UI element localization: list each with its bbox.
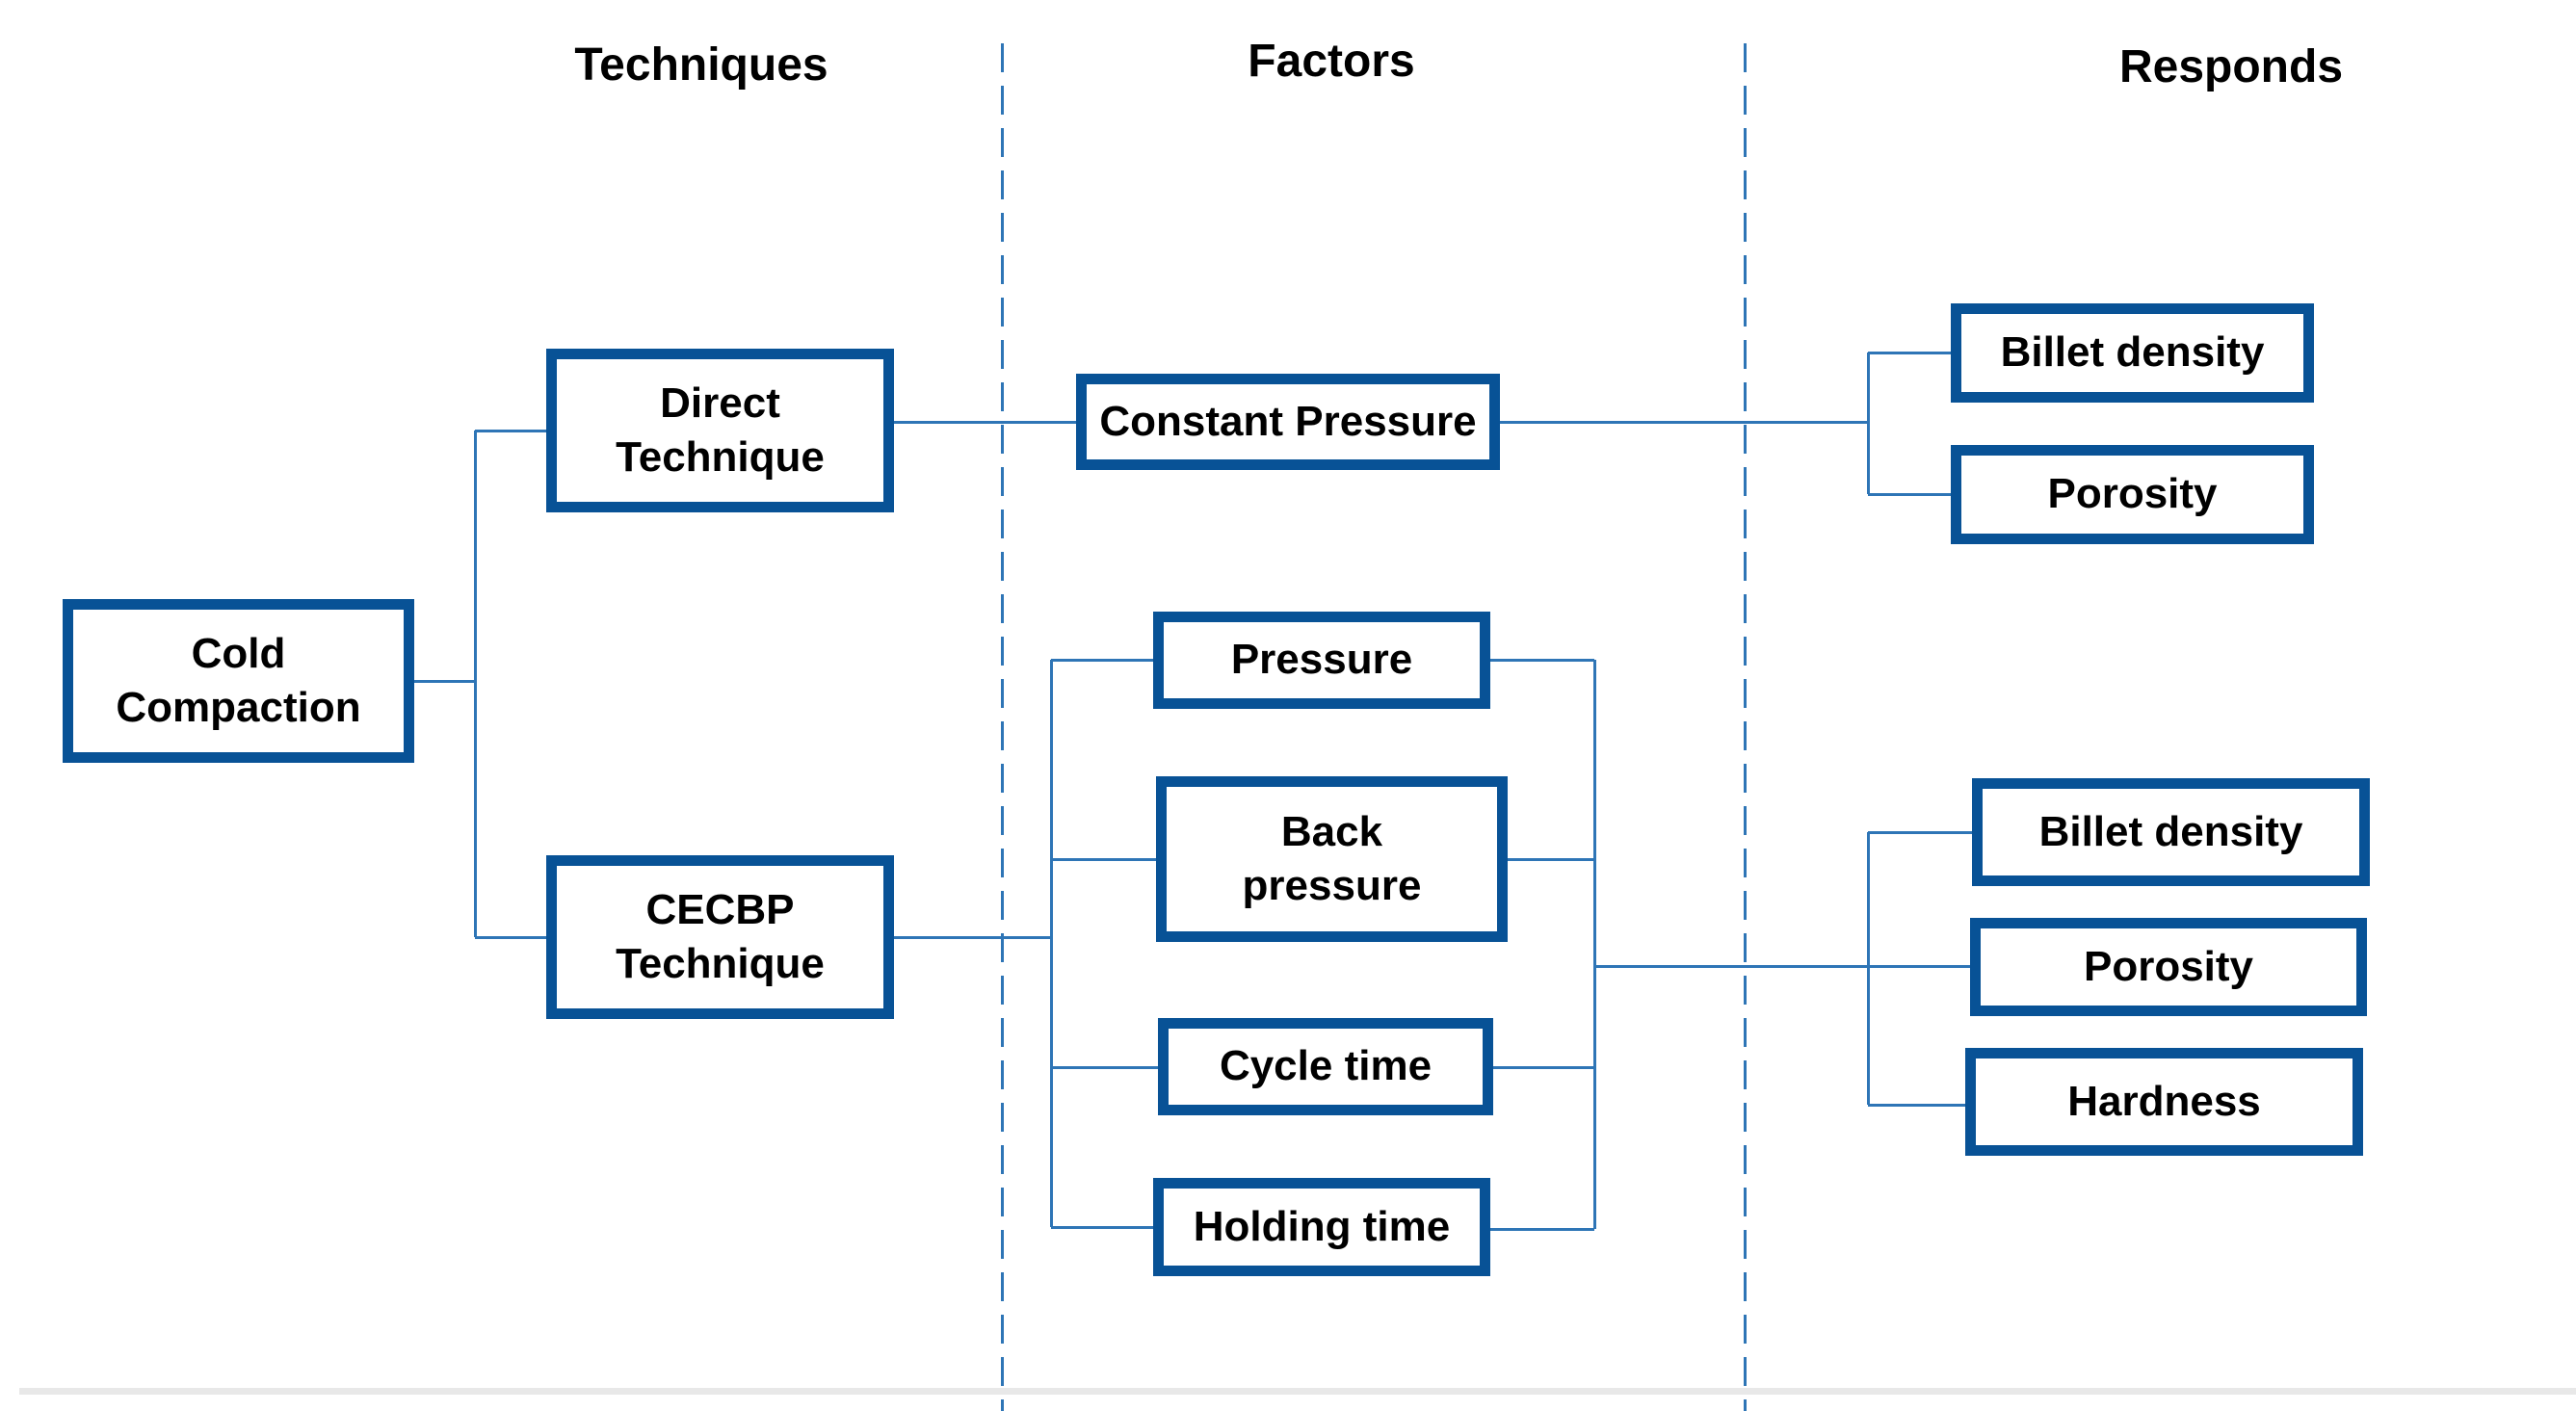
connector-line (473, 431, 477, 937)
connector-line (1594, 964, 1970, 968)
connector-line (1868, 351, 1951, 354)
connector-line (475, 429, 546, 432)
node-porosity-bottom: Porosity (1970, 918, 2367, 1016)
connector-line (1868, 492, 1951, 496)
connector-line (1051, 658, 1153, 662)
connector-line (1051, 1225, 1153, 1229)
node-porosity-bottom-label: Porosity (2083, 942, 2254, 990)
connector-line (1049, 660, 1053, 1227)
connector-line (1868, 830, 1972, 834)
connector-line (475, 935, 546, 939)
column-divider-dashed-line-1 (1000, 43, 1004, 1411)
node-holding-time-label: Holding time (1193, 1202, 1451, 1250)
node-billet-density-bottom-label: Billet density (2038, 807, 2303, 855)
node-back-pressure-label: Back (1280, 807, 1383, 855)
connector-line (1866, 832, 1870, 1105)
node-porosity-top-label: Porosity (2047, 470, 2218, 518)
node-hardness-label: Hardness (2067, 1077, 2261, 1125)
column-divider-dashed-line-2 (1743, 43, 1747, 1411)
node-cycle-time: Cycle time (1158, 1018, 1493, 1115)
node-cecbp-technique-label: Technique (616, 940, 825, 987)
connector-line (894, 935, 1051, 939)
node-cecbp-technique-label: CECBP (645, 885, 795, 933)
connector-line (1051, 1065, 1158, 1069)
connector-line (894, 420, 1076, 424)
node-constant-pressure: Constant Pressure (1076, 374, 1500, 470)
node-cold-compaction-label: Cold (191, 629, 286, 677)
connector-line (414, 679, 475, 683)
column-header-responds: Responds (2118, 41, 2344, 92)
connector-line (1868, 1103, 1965, 1107)
node-direct-technique-label: Technique (616, 433, 825, 481)
connector-line (1866, 353, 1870, 494)
connector-line (1592, 660, 1596, 1229)
connector-line (1493, 1065, 1594, 1069)
column-header-techniques: Techniques (574, 39, 828, 91)
node-billet-density-top-label: Billet density (2000, 328, 2265, 377)
node-direct-technique-label: Direct (660, 379, 780, 427)
node-hardness: Hardness (1965, 1048, 2363, 1156)
node-billet-density-bottom: Billet density (1972, 778, 2370, 886)
connector-line (1490, 658, 1594, 662)
node-pressure: Pressure (1153, 612, 1490, 709)
connector-line (1508, 857, 1594, 861)
node-billet-density-top: Billet density (1951, 303, 2314, 403)
connector-line (1490, 1227, 1594, 1231)
node-holding-time: Holding time (1153, 1178, 1490, 1276)
node-cecbp-technique: CECBP Technique (546, 855, 894, 1019)
connector-line (1500, 420, 1868, 424)
node-back-pressure-label: pressure (1242, 862, 1422, 909)
column-header-factors: Factors (1248, 36, 1415, 87)
node-cycle-time-label: Cycle time (1219, 1042, 1433, 1090)
slide-bottom-edge-rule (19, 1388, 2576, 1395)
node-cold-compaction-label: Compaction (116, 684, 361, 731)
node-back-pressure: Back pressure (1156, 776, 1508, 942)
node-pressure-label: Pressure (1230, 636, 1413, 684)
connector-line (1051, 857, 1156, 861)
node-constant-pressure-label: Constant Pressure (1099, 397, 1477, 445)
node-porosity-top: Porosity (1951, 445, 2314, 544)
